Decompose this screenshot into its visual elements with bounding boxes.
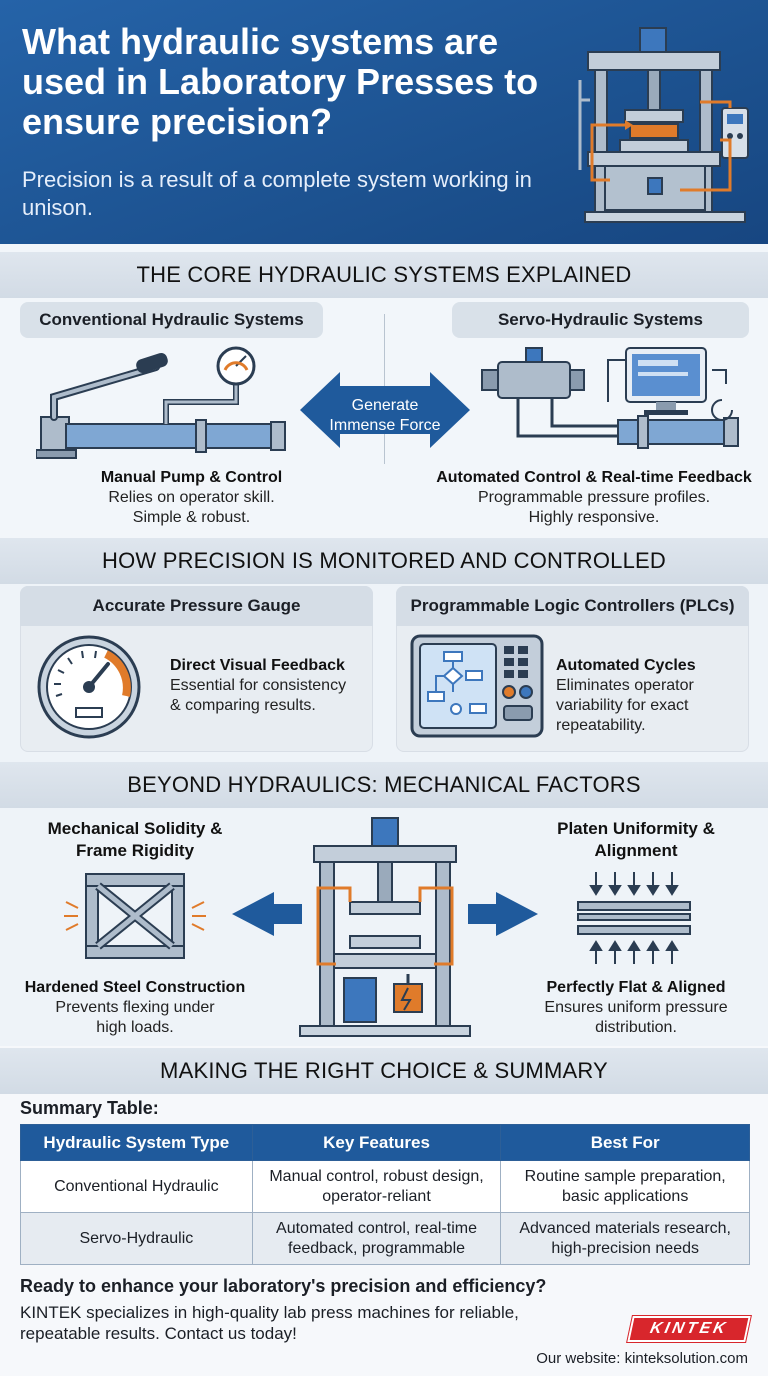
caption-line: Programmable pressure profiles.	[477, 489, 711, 506]
frame-rigidity-heading: Mechanical Solidity & Frame Rigidity	[10, 818, 260, 862]
cta-line: KINTEK specializes in high-quality lab p…	[20, 1303, 519, 1322]
cta-text: KINTEK specializes in high-quality lab p…	[20, 1302, 620, 1344]
caption-title: Automated Control & Real-time Feedback	[436, 469, 752, 486]
label-conventional-hydraulic: Conventional Hydraulic Systems	[20, 302, 323, 338]
cell-line: Routine sample preparation,	[524, 1167, 726, 1185]
platen-alignment-icon	[577, 872, 691, 964]
center-arrow-label: Generate Immense Force	[320, 396, 450, 436]
section-title-summary: MAKING THE RIGHT CHOICE & SUMMARY	[0, 1048, 768, 1094]
plc-controller-icon	[410, 634, 544, 738]
manual-pump-icon	[36, 346, 286, 459]
cell-line: Manual control, robust design,	[269, 1167, 484, 1185]
lab-press-icon	[578, 27, 749, 223]
steel-frame-icon	[64, 873, 206, 959]
caption-title: Hardened Steel Construction	[24, 979, 246, 996]
caption-servo: Automated Control & Real-time Feedback P…	[420, 468, 768, 528]
caption-line: variability for exact	[556, 697, 689, 714]
table-cell: Conventional Hydraulic	[20, 1160, 253, 1213]
table-header-row: Hydraulic System Type Key Features Best …	[20, 1124, 750, 1161]
table-row: Servo-Hydraulic Automated control, real-…	[20, 1212, 750, 1265]
servo-hydraulic-icon	[481, 347, 739, 449]
pressure-gauge-icon	[37, 635, 141, 739]
label-plc: Programmable Logic Controllers (PLCs)	[396, 586, 749, 626]
label-servo-hydraulic: Servo-Hydraulic Systems	[452, 302, 749, 338]
caption-title: Automated Cycles	[556, 657, 696, 674]
summary-table: Hydraulic System Type Key Features Best …	[20, 1124, 750, 1265]
caption-line: Relies on operator skill.	[108, 489, 275, 506]
caption-line: Eliminates operator	[556, 677, 694, 694]
section-title-core-systems: THE CORE HYDRAULIC SYSTEMS EXPLAINED	[0, 252, 768, 298]
table-cell: Servo-Hydraulic	[20, 1212, 253, 1265]
caption-title: Direct Visual Feedback	[170, 657, 345, 674]
cell-line: Automated control, real-time	[276, 1219, 478, 1237]
caption-line: repeatability.	[556, 717, 646, 734]
kintek-logo[interactable]: KINTEK	[626, 1315, 752, 1343]
table-cell: Routine sample preparation, basic applica…	[500, 1160, 750, 1213]
heading-line: Mechanical Solidity &	[47, 819, 223, 838]
column-header: Key Features	[251, 1124, 502, 1161]
caption-line: Essential for consistency	[170, 677, 347, 694]
caption-title: Perfectly Flat & Aligned	[546, 979, 726, 996]
cell-line: high-precision needs	[551, 1239, 699, 1257]
heading-line: Platen Uniformity &	[557, 819, 715, 838]
table-row: Conventional Hydraulic Manual control, r…	[20, 1160, 750, 1213]
caption-line: high loads.	[96, 1019, 174, 1036]
platen-alignment-heading: Platen Uniformity & Alignment	[508, 818, 764, 862]
caption-line: & comparing results.	[170, 697, 316, 714]
caption-line: distribution.	[595, 1019, 677, 1036]
page-title: What hydraulic systems are used in Labor…	[22, 21, 539, 142]
website-link[interactable]: Our website: kinteksolution.com	[536, 1350, 748, 1367]
column-header: Hydraulic System Type	[20, 1124, 253, 1161]
caption-title: Manual Pump & Control	[100, 469, 283, 486]
cell-line: operator-reliant	[322, 1187, 431, 1205]
logo-text: KINTEK	[648, 1320, 730, 1337]
heading-line: Alignment	[594, 841, 678, 860]
caption-line: Simple & robust.	[132, 509, 251, 526]
caption-plc: Automated Cycles Eliminates operator var…	[556, 656, 746, 736]
summary-table-label: Summary Table:	[20, 1098, 159, 1118]
center-arrow-line2: Immense Force	[329, 417, 441, 434]
caption-line: Ensures uniform pressure	[544, 999, 728, 1016]
section-title-mechanical: BEYOND HYDRAULICS: MECHANICAL FACTORS	[0, 762, 768, 808]
double-arrow-icon	[300, 372, 470, 448]
cell-line: basic applications	[562, 1187, 689, 1205]
column-header: Best For	[500, 1124, 750, 1161]
cell-line: feedback, programmable	[288, 1239, 466, 1257]
table-cell: Advanced materials research, high-precisi…	[500, 1212, 750, 1265]
section-title-monitoring: HOW PRECISION IS MONITORED AND CONTROLLE…	[0, 538, 768, 584]
label-pressure-gauge: Accurate Pressure Gauge	[20, 586, 373, 626]
center-arrow-line1: Generate	[351, 397, 419, 414]
table-cell: Automated control, real-time feedback, pr…	[251, 1212, 502, 1265]
caption-line: Highly responsive.	[528, 509, 660, 526]
caption-gauge: Direct Visual Feedback Essential for con…	[170, 656, 370, 716]
cta-title: Ready to enhance your laboratory's preci…	[20, 1276, 547, 1296]
caption-line: Prevents flexing under	[55, 999, 215, 1016]
table-cell: Manual control, robust design, operator-r…	[251, 1160, 502, 1213]
caption-conventional: Manual Pump & Control Relies on operator…	[20, 468, 363, 528]
page-subtitle: Precision is a result of a complete syst…	[22, 167, 532, 220]
cell-line: Advanced materials research,	[519, 1219, 731, 1237]
heading-line: Frame Rigidity	[75, 841, 195, 860]
press-machine-icon	[232, 817, 538, 1037]
caption-platen: Perfectly Flat & Aligned Ensures uniform…	[508, 978, 764, 1038]
caption-frame: Hardened Steel Construction Prevents fle…	[10, 978, 260, 1038]
cta-line: repeatable results. Contact us today!	[20, 1324, 297, 1343]
